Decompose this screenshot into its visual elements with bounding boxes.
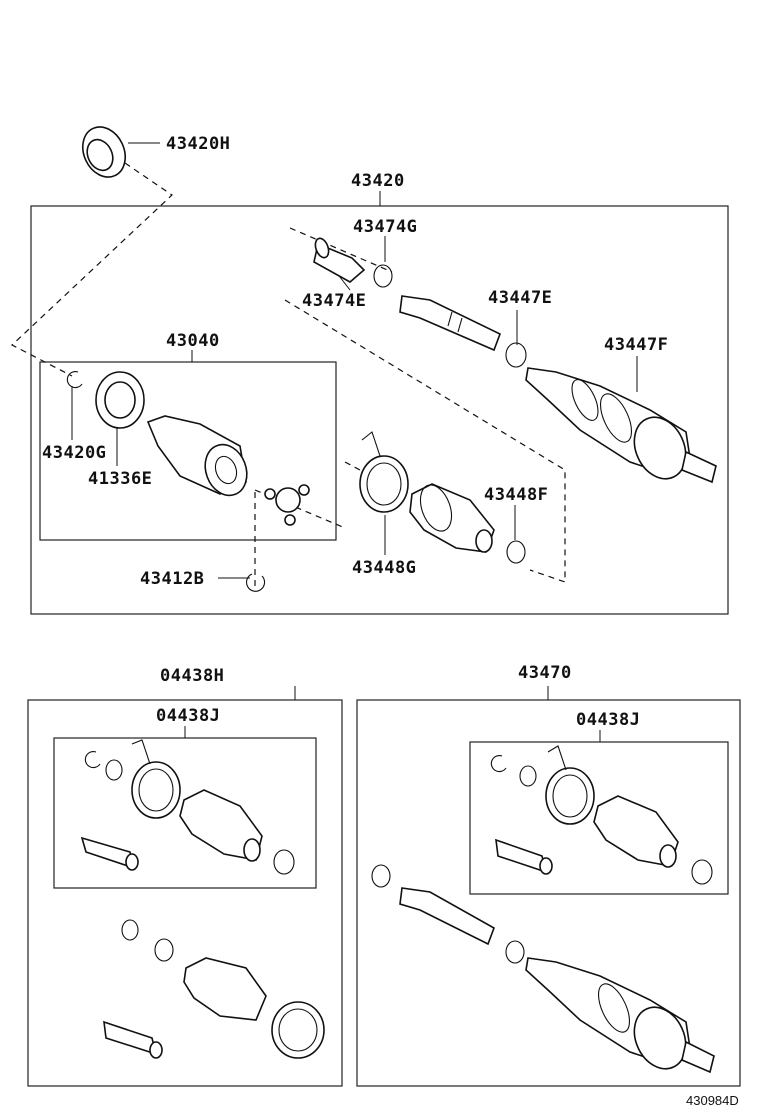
dash-top-1	[289, 227, 393, 273]
frame-04438J-right	[469, 741, 729, 895]
driveshaft-43470	[371, 864, 715, 1074]
diagram-code: 430984D	[686, 1093, 739, 1108]
clamp-43448F	[506, 540, 526, 564]
dash-mid-2	[344, 461, 361, 471]
label-43447E: 43447E	[488, 288, 552, 308]
label-43448F: 43448F	[484, 485, 548, 505]
label-41336E: 41336E	[88, 469, 152, 489]
label-43470: 43470	[518, 663, 572, 683]
label-43474E: 43474E	[302, 291, 366, 311]
label-43420H: 43420H	[166, 134, 230, 154]
kit-04438H-extra-parts	[103, 919, 325, 1059]
kit-04438J-right-parts	[490, 745, 713, 885]
frame-43040	[39, 361, 337, 541]
label-04438J-left: 04438J	[156, 706, 220, 726]
bearing-43420H	[82, 126, 126, 178]
kit-04438J-left-parts	[80, 739, 295, 875]
snap-ring-43420G	[66, 371, 83, 389]
label-04438H: 04438H	[160, 666, 224, 686]
label-43420G: 43420G	[42, 443, 106, 463]
label-43447F: 43447F	[604, 335, 668, 355]
label-43412B: 43412B	[140, 569, 204, 589]
label-43448G: 43448G	[352, 558, 416, 578]
frame-04438H	[27, 699, 343, 1087]
dust-cover-43474E	[313, 237, 366, 283]
label-43474G: 43474G	[353, 217, 417, 237]
dash-bearing	[10, 162, 173, 377]
outer-boot-43447F	[525, 367, 717, 484]
inboard-boot	[409, 483, 495, 553]
tripod	[264, 484, 310, 526]
clamp-43448G	[359, 431, 409, 513]
intermediate-shaft	[399, 295, 502, 352]
label-43040: 43040	[166, 331, 220, 351]
label-43420: 43420	[351, 171, 405, 191]
seal-41336E	[95, 371, 145, 429]
clip-43447E	[505, 342, 527, 368]
snap-ring-43412B	[246, 573, 266, 592]
label-04438J-right: 04438J	[576, 710, 640, 730]
clip-43474G	[373, 264, 393, 288]
inboard-joint-43040	[146, 415, 248, 497]
